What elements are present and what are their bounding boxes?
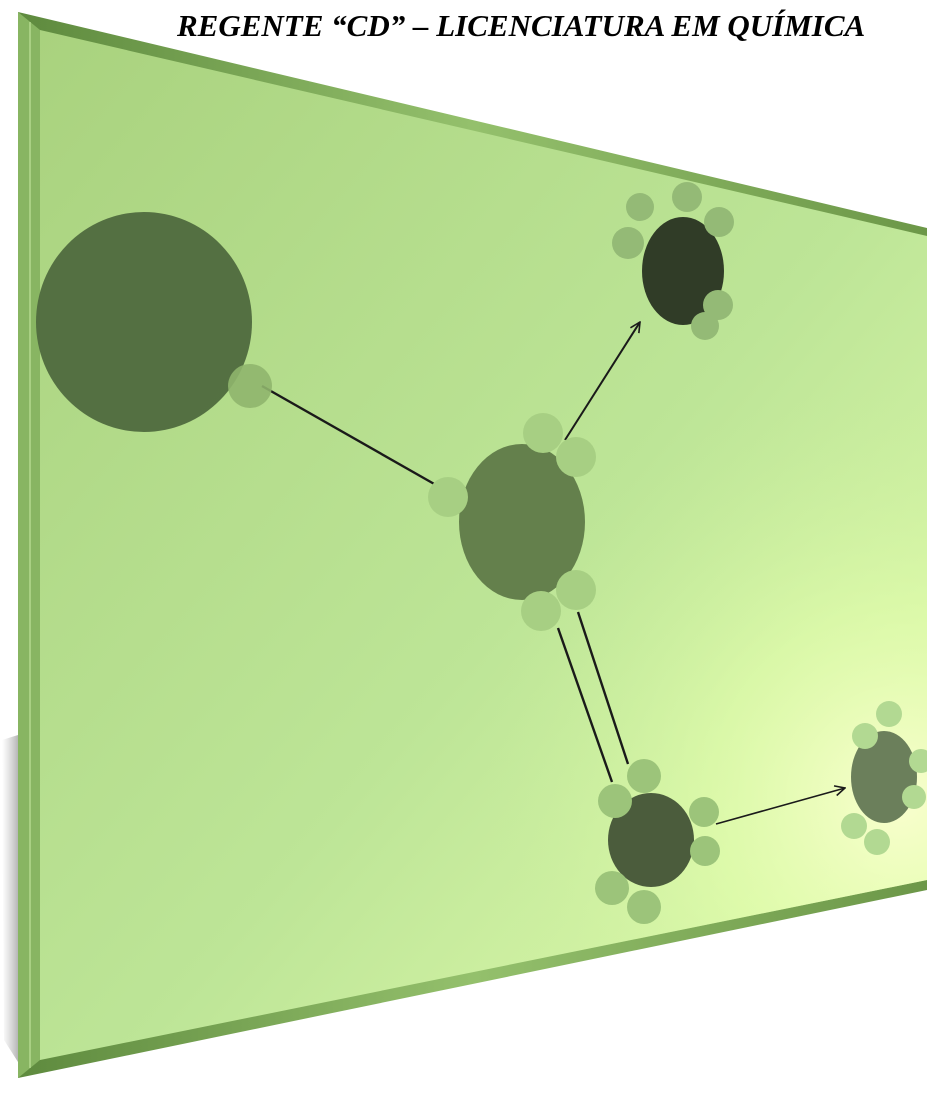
- board-frame-edge: [18, 12, 40, 1078]
- arrow-bottom-to-right: [715, 788, 845, 825]
- atom-large: [36, 212, 252, 432]
- electron: [627, 759, 661, 793]
- electron: [902, 785, 926, 809]
- electron: [598, 784, 632, 818]
- electron: [228, 364, 272, 408]
- electron: [690, 836, 720, 866]
- electron: [876, 701, 902, 727]
- arrow-center-to-top-right: [564, 322, 640, 441]
- page-title: REGENTE “CD” – LICENCIATURA EM QUÍMICA: [177, 8, 866, 43]
- electron: [703, 290, 733, 320]
- electron: [689, 797, 719, 827]
- electron: [523, 413, 563, 453]
- atom-bottom: [608, 793, 694, 887]
- electron: [864, 829, 890, 855]
- atom-center: [459, 444, 585, 600]
- electron: [612, 227, 644, 259]
- double-bond-line-1: [556, 627, 614, 783]
- electron: [521, 591, 561, 631]
- electron: [852, 723, 878, 749]
- electron: [627, 890, 661, 924]
- atom-right: [851, 731, 917, 823]
- electron: [556, 570, 596, 610]
- electron: [841, 813, 867, 839]
- electron: [704, 207, 734, 237]
- electron: [595, 871, 629, 905]
- atom-top-right: [642, 217, 724, 325]
- electron: [626, 193, 654, 221]
- electron: [691, 312, 719, 340]
- electron: [672, 182, 702, 212]
- double-bond-line-2: [576, 611, 630, 765]
- electron: [556, 437, 596, 477]
- electron: [428, 477, 468, 517]
- board-shadow: [2, 735, 18, 1062]
- electron: [909, 749, 927, 773]
- bond-large-to-center: [261, 384, 437, 487]
